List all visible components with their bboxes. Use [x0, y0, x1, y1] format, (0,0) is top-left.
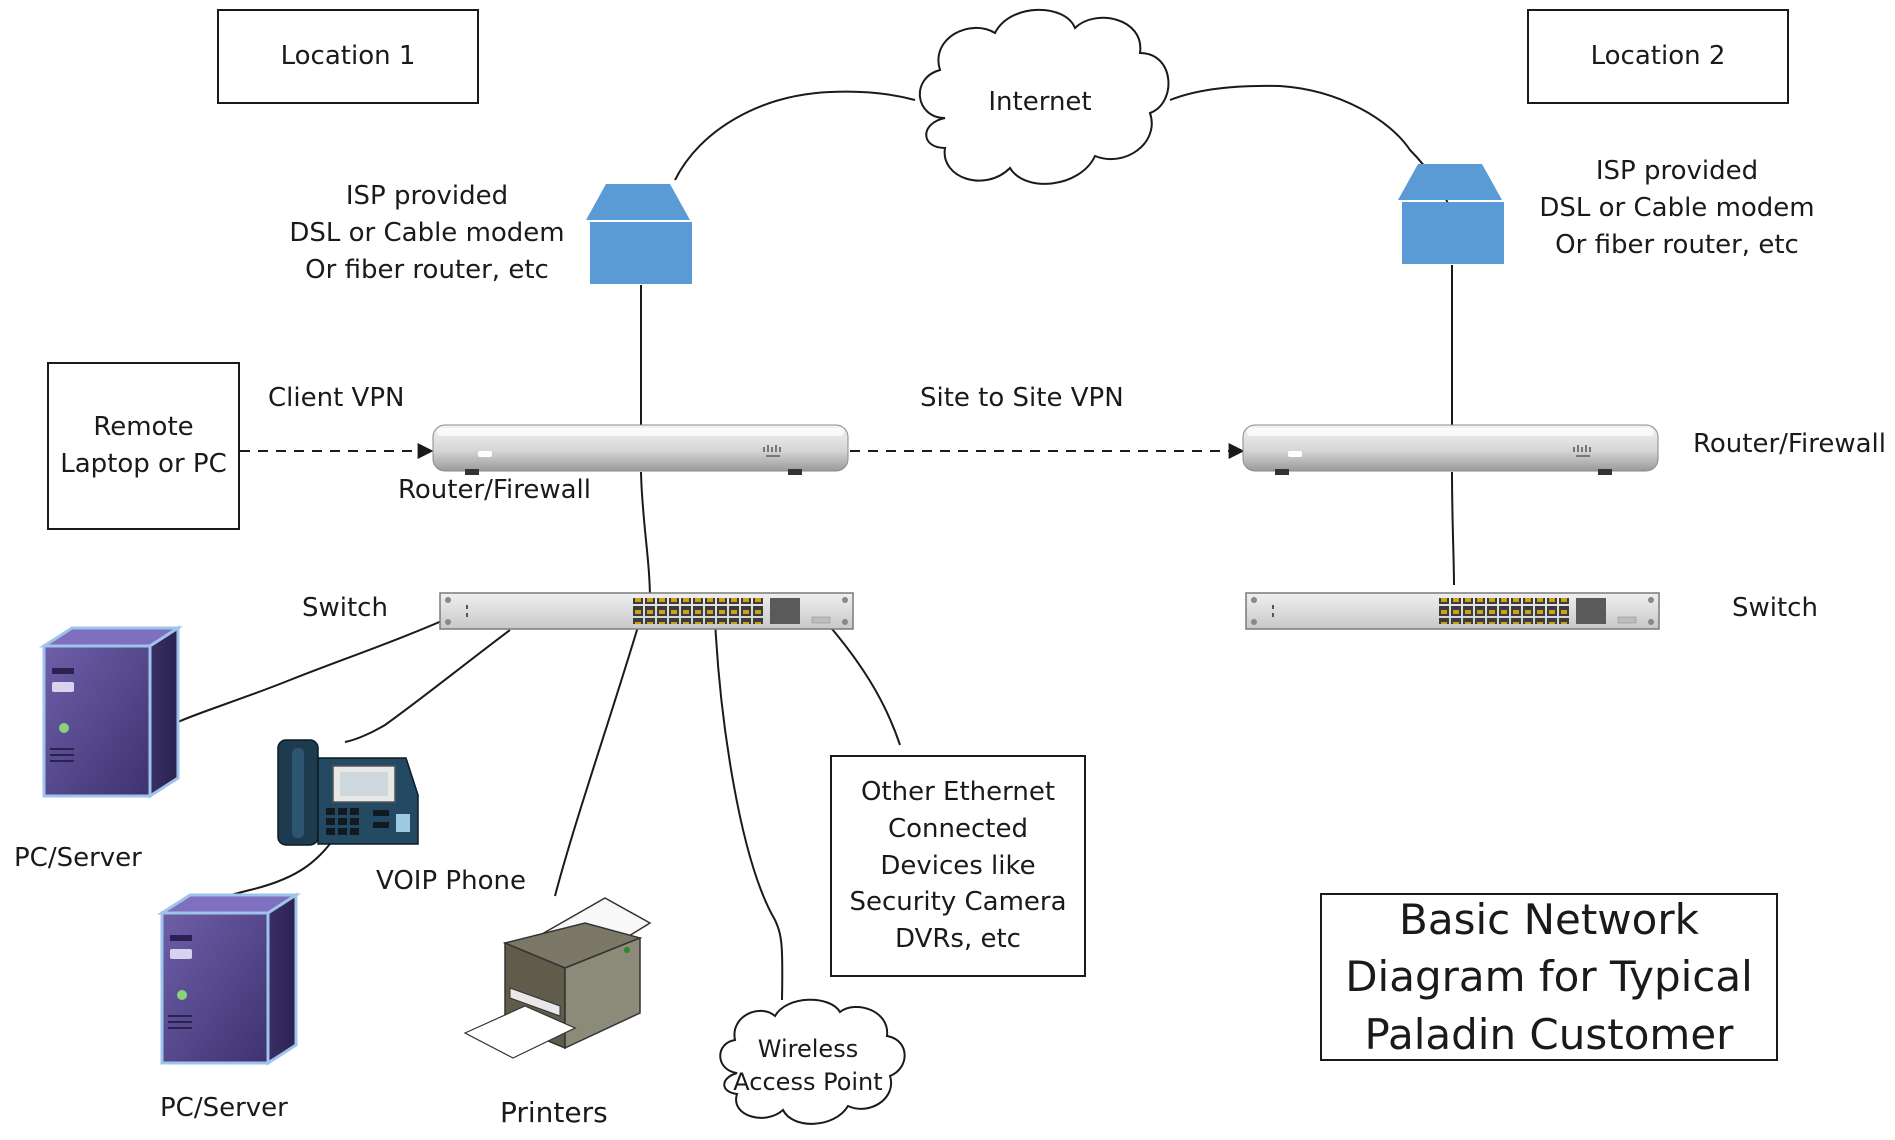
link-switch-phone: [344, 629, 511, 743]
link-switch-pc1: [177, 612, 461, 723]
link-switch-wap: [714, 619, 784, 1001]
internet-label: Internet: [988, 87, 1092, 117]
modem-label-left: ISP provided DSL or Cable modem Or fiber…: [289, 181, 565, 285]
router-icon: [432, 424, 849, 475]
printer-icon: [463, 897, 652, 1059]
other-devices-box: Other Ethernet Connected Devices like Se…: [830, 755, 1086, 977]
modem-icon: [1398, 164, 1504, 264]
switch-left-label: Switch: [302, 593, 388, 623]
remote-laptop-box: Remote Laptop or PC: [47, 362, 240, 530]
diagram-title-box: Basic Network Diagram for Typical Paladi…: [1320, 893, 1778, 1061]
modem-icon: [586, 184, 692, 284]
voip-phone-label: VOIP Phone: [376, 866, 526, 896]
link-modem1-internet: [674, 90, 916, 181]
location-2-box: Location 2: [1527, 9, 1789, 104]
connection-lines: [177, 84, 1455, 1001]
modem-label-right: ISP provided DSL or Cable modem Or fiber…: [1539, 156, 1815, 260]
router-left-label: Router/Firewall: [398, 475, 591, 505]
switch-icon: [439, 592, 854, 630]
printers-label: Printers: [500, 1096, 608, 1129]
switch-right-label: Switch: [1732, 593, 1818, 623]
cloud-icon: [719, 998, 906, 1125]
site-to-site-vpn-label: Site to Site VPN: [920, 383, 1124, 413]
pc-server-2-label: PC/Server: [160, 1093, 288, 1123]
diagram-title: Basic Network Diagram for Typical Paladi…: [1345, 895, 1753, 1059]
router-icon: [1242, 424, 1659, 475]
cloud-icon: [918, 8, 1170, 185]
location-1-label: Location 1: [280, 41, 416, 72]
location-2-label: Location 2: [1590, 41, 1726, 72]
link-switch-other: [819, 614, 901, 746]
server-icon: [38, 625, 184, 799]
link-switch-printer: [554, 619, 641, 897]
link-router2-switch2: [1451, 471, 1455, 586]
phone-icon: [277, 739, 419, 846]
wireless-ap-label: Wireless Access Point: [733, 1035, 883, 1097]
pc-server-1-label: PC/Server: [14, 843, 142, 873]
location-1-box: Location 1: [217, 9, 479, 104]
client-vpn-label: Client VPN: [268, 383, 405, 413]
link-router1-switch1: [640, 471, 651, 601]
server-icon: [156, 892, 302, 1066]
switch-icon: [1245, 592, 1660, 630]
router-right-label: Router/Firewall: [1693, 429, 1886, 459]
